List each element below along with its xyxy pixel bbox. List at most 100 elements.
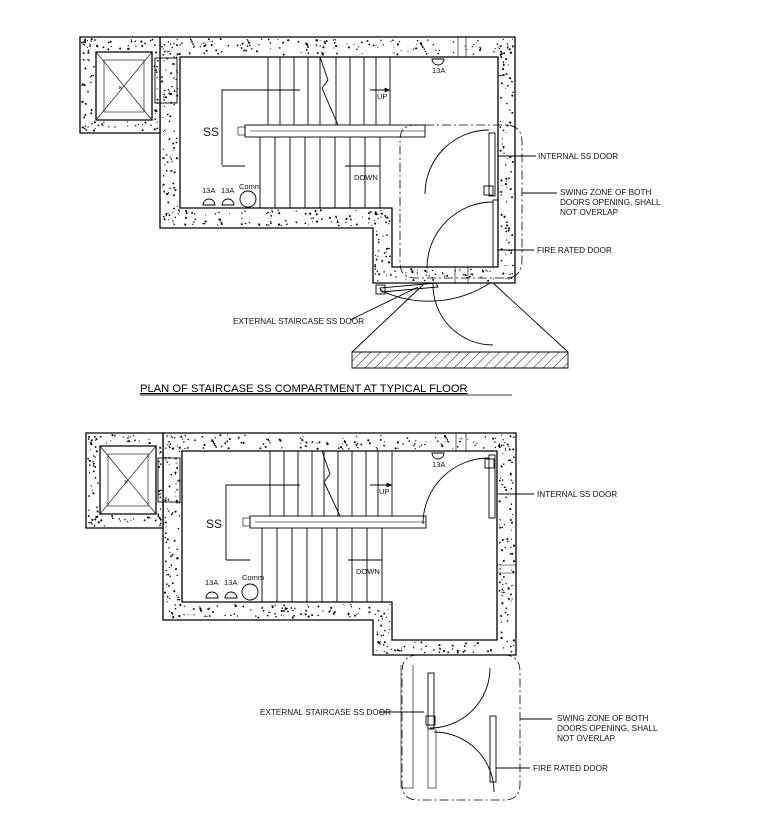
concrete-speckle [100,435,102,438]
concrete-speckle [505,227,507,229]
concrete-speckle [173,42,175,45]
concrete-speckle [325,40,328,42]
plan1-up-arrow [221,89,300,165]
concrete-speckle [162,53,165,56]
concrete-speckle [174,102,176,104]
concrete-speckle [93,435,96,438]
concrete-speckle [508,177,510,180]
concrete-speckle [183,605,186,607]
concrete-speckle [193,221,195,223]
concrete-speckle [498,500,501,503]
concrete-speckle [470,273,472,275]
concrete-speckle [89,76,92,78]
concrete-speckle [309,212,312,215]
concrete-speckle [176,480,179,482]
concrete-speckle [175,157,178,160]
concrete-speckle [500,56,503,58]
concrete-speckle [346,444,348,446]
concrete-speckle [84,44,86,46]
concrete-speckle [230,614,232,617]
concrete-speckle [92,462,95,465]
concrete-speckle [118,518,120,520]
concrete-speckle [169,156,171,158]
concrete-speckle [405,279,407,281]
concrete-speckle [512,436,515,438]
concrete-speckle [291,610,293,612]
concrete-speckle [176,56,178,58]
concrete-speckle [426,271,428,273]
concrete-speckle [384,629,386,632]
concrete-speckle [246,45,249,47]
concrete-speckle [440,443,442,445]
concrete-speckle [168,138,171,141]
concrete-speckle [255,615,257,617]
concrete-speckle [508,227,511,230]
concrete-speckle [324,42,327,44]
concrete-speckle [83,116,86,119]
concrete-speckle [165,69,167,71]
concrete-speckle [508,445,510,448]
concrete-speckle [386,645,388,648]
concrete-speckle [425,274,428,276]
concrete-speckle [474,444,476,447]
concrete-speckle [164,536,166,539]
concrete-speckle [171,46,173,49]
concrete-speckle [315,39,318,42]
concrete-speckle [93,39,96,41]
concrete-speckle [155,71,158,74]
concrete-speckle [311,441,314,443]
concrete-speckle [420,444,423,446]
concrete-speckle [257,616,260,619]
concrete-speckle [509,77,512,80]
concrete-speckle [144,121,147,124]
concrete-speckle [381,618,384,620]
concrete-speckle [301,439,304,442]
concrete-speckle [317,614,320,617]
concrete-speckle [187,438,190,441]
concrete-speckle [134,439,136,442]
concrete-speckle [476,642,479,645]
concrete-speckle [506,443,509,446]
concrete-speckle [422,46,424,49]
concrete-speckle [90,439,93,442]
concrete-speckle [203,42,205,44]
concrete-speckle [394,270,397,272]
concrete-speckle [376,631,379,633]
concrete-speckle [164,50,166,52]
concrete-speckle [478,49,482,52]
concrete-speckle [305,441,308,444]
concrete-speckle [503,444,505,446]
concrete-speckle [167,573,170,576]
concrete-speckle [90,485,92,487]
concrete-speckle [441,445,444,448]
plan2-internal-door-callout: INTERNAL SS DOOR [537,490,617,499]
concrete-speckle [156,65,158,68]
concrete-speckle [173,590,176,593]
concrete-speckle [178,479,181,482]
concrete-speckle [141,44,144,47]
concrete-speckle [380,212,383,215]
concrete-speckle [463,645,466,647]
concrete-speckle [293,615,295,617]
concrete-speckle [224,614,226,617]
plan1-fire-door-callout: FIRE RATED DOOR [537,246,612,255]
concrete-speckle [240,223,243,226]
concrete-speckle [472,53,475,55]
concrete-speckle [415,47,418,50]
concrete-speckle [259,447,262,450]
plan2-socket-a: 13A [205,578,218,587]
concrete-speckle [306,46,309,48]
concrete-speckle [211,40,214,43]
concrete-speckle [375,258,378,261]
concrete-speckle [397,447,399,449]
plan1-swing-line-3: NOT OVERLAP [560,208,619,217]
concrete-speckle [217,52,219,55]
concrete-speckle [218,211,220,214]
concrete-speckle [176,94,179,97]
concrete-speckle [255,50,258,53]
concrete-speckle [138,440,140,442]
concrete-speckle [173,90,176,93]
concrete-speckle [220,50,223,53]
concrete-speckle [476,42,478,44]
concrete-speckle [178,502,181,504]
